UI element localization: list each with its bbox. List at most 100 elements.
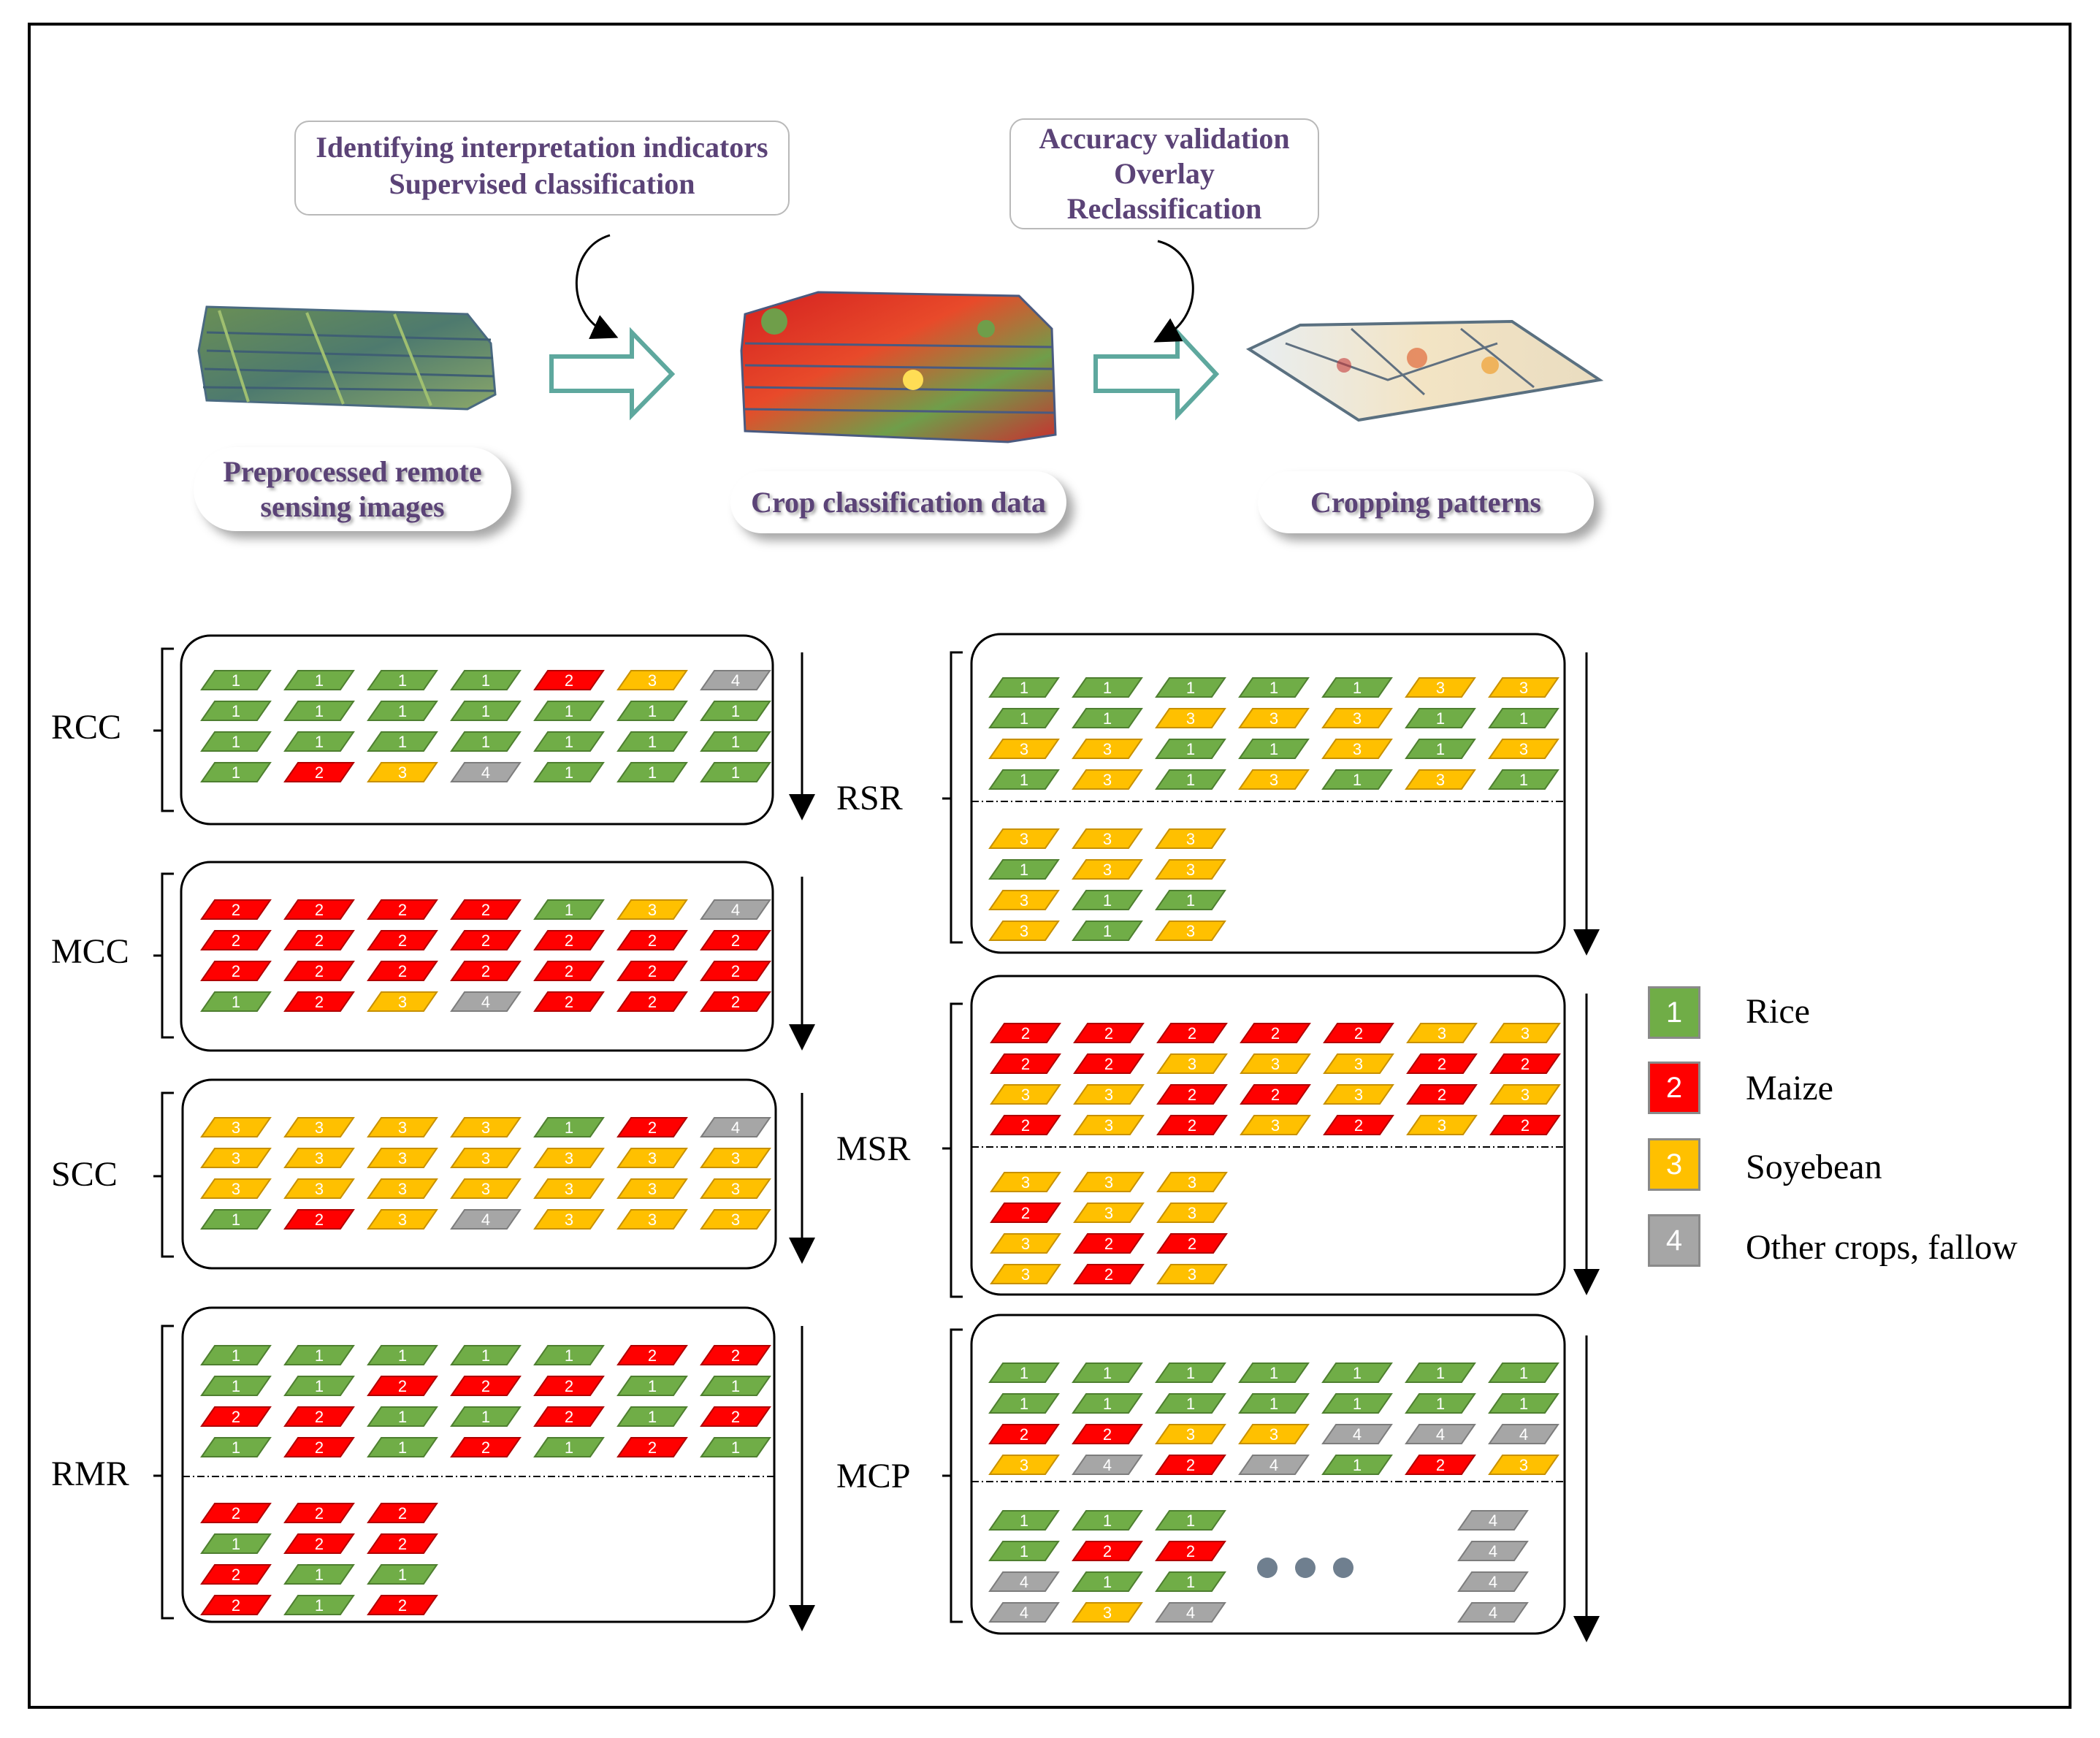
tile-rsr-top-r3-c3-code: 3 bbox=[1269, 771, 1278, 789]
tile-rmr-top-r0-c6-code: 2 bbox=[731, 1346, 740, 1365]
stage-crop-classification-data: Crop classification data bbox=[730, 471, 1066, 533]
pattern-bracket-rsr bbox=[950, 651, 963, 944]
tile-mcp-top-r1-c4: 1 bbox=[1321, 1393, 1393, 1414]
tile-rsr-top-r3-c4: 1 bbox=[1321, 769, 1393, 790]
tile-scc-top-r2-c5-shape bbox=[616, 1178, 688, 1199]
tile-rmr-bottom-r3-c2-code: 2 bbox=[398, 1596, 407, 1615]
tile-rsr-top-r0-c6-shape bbox=[1488, 677, 1559, 698]
tile-scc-top-r3-c0: 1 bbox=[200, 1209, 272, 1230]
tile-rmr-top-r0-c0-code: 1 bbox=[232, 1346, 240, 1365]
tile-rcc-top-r2-c2: 1 bbox=[367, 731, 438, 752]
tile-mcp-top-r0-c5: 1 bbox=[1405, 1362, 1476, 1383]
tile-rsr-top-r3-c5-shape bbox=[1405, 769, 1476, 790]
tile-mcp-bottom-r0-c2-code: 1 bbox=[1186, 1512, 1195, 1530]
tile-rcc-top-r3-c2: 3 bbox=[367, 762, 438, 782]
tile-mcc-top-r2-c4: 2 bbox=[533, 961, 605, 981]
tile-scc-top-r1-c3: 3 bbox=[450, 1148, 522, 1168]
tile-msr-bottom-r1-c0: 2 bbox=[990, 1203, 1061, 1223]
tile-mcp-bottom-r2-c0-code: 4 bbox=[1020, 1573, 1028, 1591]
tile-scc-top-r0-c2-shape bbox=[367, 1117, 438, 1137]
tile-rmr-top-r0-c4: 1 bbox=[533, 1345, 605, 1365]
tile-rsr-top-r0-c4-code: 1 bbox=[1353, 679, 1362, 697]
tile-rcc-top-r2-c1-shape bbox=[283, 731, 355, 752]
tile-rsr-top-r0-c5: 3 bbox=[1405, 677, 1476, 698]
tile-rsr-top-r1-c5: 1 bbox=[1405, 708, 1476, 728]
tile-msr-top-r0-c1: 2 bbox=[1073, 1023, 1145, 1043]
tile-rmr-top-r3-c0: 1 bbox=[200, 1437, 272, 1457]
tile-mcp-top-r3-c0-code: 3 bbox=[1020, 1456, 1028, 1474]
tile-rmr-top-r0-c3: 1 bbox=[450, 1345, 522, 1365]
tile-rsr-top-r2-c2: 1 bbox=[1155, 739, 1226, 759]
tile-msr-bottom-r3-c2: 3 bbox=[1156, 1264, 1228, 1284]
tile-scc-top-r3-c4-code: 3 bbox=[565, 1211, 573, 1229]
tile-msr-bottom-r3-c2-code: 3 bbox=[1188, 1265, 1196, 1284]
tile-rcc-top-r0-c1-shape bbox=[283, 670, 355, 690]
tile-mcp-bottom-r2-c2: 1 bbox=[1155, 1571, 1226, 1592]
tile-mcp-top-r0-c4-shape bbox=[1321, 1362, 1393, 1383]
tile-mcc-top-r2-c6-shape bbox=[700, 961, 771, 981]
tile-rsr-top-r2-c0-code: 3 bbox=[1020, 740, 1028, 758]
tile-mcp-top-r3-c4-code: 1 bbox=[1353, 1456, 1362, 1474]
tile-msr-top-r1-c0-shape bbox=[990, 1053, 1061, 1074]
tile-rsr-bottom-r1-c2: 3 bbox=[1155, 859, 1226, 880]
tile-msr-top-r2-c1-shape bbox=[1073, 1084, 1145, 1105]
tile-rsr-top-r3-c5: 3 bbox=[1405, 769, 1476, 790]
tile-rsr-top-r3-c6-shape bbox=[1488, 769, 1559, 790]
tile-msr-top-r2-c2: 2 bbox=[1156, 1084, 1228, 1105]
tile-msr-top-r3-c2: 2 bbox=[1156, 1115, 1228, 1135]
tile-mcc-top-r3-c1-code: 2 bbox=[315, 993, 324, 1011]
tile-rcc-top-r3-c6-code: 1 bbox=[731, 763, 740, 782]
tile-scc-top-r3-c0-shape bbox=[200, 1209, 272, 1230]
tile-mcp-top-r3-c3-code: 4 bbox=[1269, 1456, 1278, 1474]
tile-msr-top-r3-c1-shape bbox=[1073, 1115, 1145, 1135]
tile-msr-bottom-r3-c1-code: 2 bbox=[1104, 1265, 1113, 1284]
tile-mcc-top-r2-c4-shape bbox=[533, 961, 605, 981]
tile-msr-top-r3-c5: 3 bbox=[1406, 1115, 1478, 1135]
tile-rsr-bottom-r1-c1-shape bbox=[1072, 859, 1143, 880]
tile-msr-top-r1-c6-code: 2 bbox=[1521, 1055, 1530, 1073]
tile-msr-bottom-r0-c2: 3 bbox=[1156, 1172, 1228, 1192]
tile-rcc-top-r0-c1-code: 1 bbox=[315, 671, 324, 690]
tile-msr-bottom-r0-c2-code: 3 bbox=[1188, 1173, 1196, 1192]
tile-rmr-top-r2-c6-shape bbox=[700, 1406, 771, 1427]
tile-msr-top-r0-c3-code: 2 bbox=[1271, 1024, 1280, 1043]
tile-mcc-top-r0-c6: 4 bbox=[700, 899, 771, 920]
tile-mcc-top-r0-c4: 1 bbox=[533, 899, 605, 920]
tile-msr-top-r2-c3: 2 bbox=[1240, 1084, 1311, 1105]
tile-msr-top-r3-c1: 3 bbox=[1073, 1115, 1145, 1135]
tile-mcp-top-r3-c0: 3 bbox=[988, 1455, 1060, 1475]
tile-mcp-top-r0-c5-shape bbox=[1405, 1362, 1476, 1383]
tile-rmr-bottom-r2-c2: 1 bbox=[367, 1564, 438, 1585]
tile-rsr-bottom-r0-c0-shape bbox=[988, 828, 1060, 849]
tile-rsr-top-r3-c0-shape bbox=[988, 769, 1060, 790]
tile-rsr-bottom-r1-c1-code: 3 bbox=[1103, 861, 1112, 879]
tile-rmr-top-r1-c4-code: 2 bbox=[565, 1377, 573, 1395]
tile-rmr-top-r3-c6: 1 bbox=[700, 1437, 771, 1457]
legend-label-soyebean: Soyebean bbox=[1746, 1148, 1882, 1186]
tile-mcc-top-r0-c2-shape bbox=[367, 899, 438, 920]
tile-rmr-top-r2-c1: 2 bbox=[283, 1406, 355, 1427]
tile-mcp-top-r2-c0-shape bbox=[988, 1424, 1060, 1444]
stage-cropping-patterns: Cropping patterns bbox=[1258, 471, 1594, 533]
tile-mcp-bottom-r3-c1-shape bbox=[1072, 1602, 1143, 1623]
tile-msr-top-r0-c0-shape bbox=[990, 1023, 1061, 1043]
tile-msr-bottom-r2-c2-shape bbox=[1156, 1233, 1228, 1254]
tile-mcp-top-r3-c2-code: 2 bbox=[1186, 1456, 1195, 1474]
tile-scc-top-r0-c1-shape bbox=[283, 1117, 355, 1137]
tile-scc-top-r2-c1-shape bbox=[283, 1178, 355, 1199]
tile-rsr-top-r0-c1-shape bbox=[1072, 677, 1143, 698]
tile-scc-top-r0-c5: 2 bbox=[616, 1117, 688, 1137]
tile-mcp-top-r1-c6-shape bbox=[1488, 1393, 1559, 1414]
tile-scc-top-r0-c3-shape bbox=[450, 1117, 522, 1137]
tile-rmr-top-r3-c5-shape bbox=[616, 1437, 688, 1457]
tile-mcc-top-r1-c4-code: 2 bbox=[565, 931, 573, 950]
tile-mcc-top-r3-c5-code: 2 bbox=[648, 993, 657, 1011]
tile-msr-top-r2-c6-code: 3 bbox=[1521, 1086, 1530, 1104]
tile-mcp-bottom-r1-c0: 1 bbox=[988, 1541, 1060, 1561]
tile-mcc-top-r0-c3-shape bbox=[450, 899, 522, 920]
tile-scc-top-r3-c4-shape bbox=[533, 1209, 605, 1230]
tile-rcc-top-r1-c0: 1 bbox=[200, 701, 272, 721]
tile-mcp-top-r0-c2: 1 bbox=[1155, 1362, 1226, 1383]
tile-mcc-top-r3-c1-shape bbox=[283, 991, 355, 1012]
tile-rsr-bottom-r0-c2-shape bbox=[1155, 828, 1226, 849]
